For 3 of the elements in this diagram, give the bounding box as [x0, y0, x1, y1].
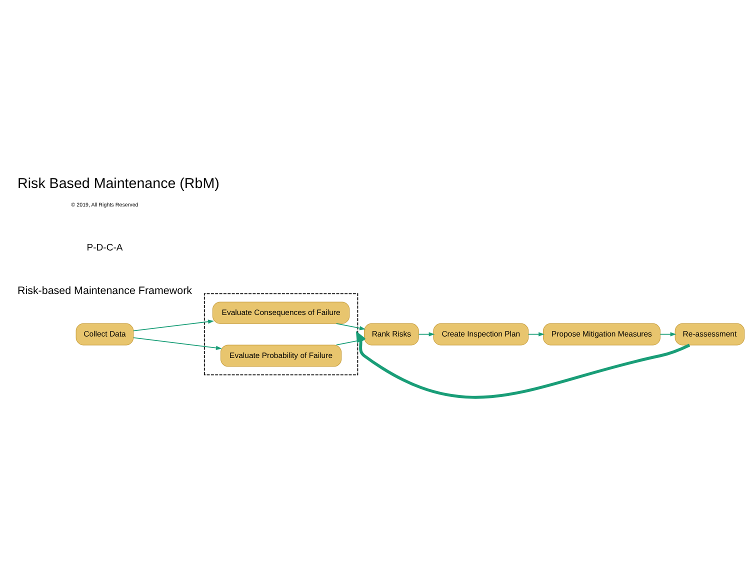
label: Risk-based Maintenance Framework [17, 284, 192, 296]
label: P-D-C-A [86, 242, 123, 254]
diagram-title: Risk Based Maintenance (RbM) [18, 176, 220, 192]
